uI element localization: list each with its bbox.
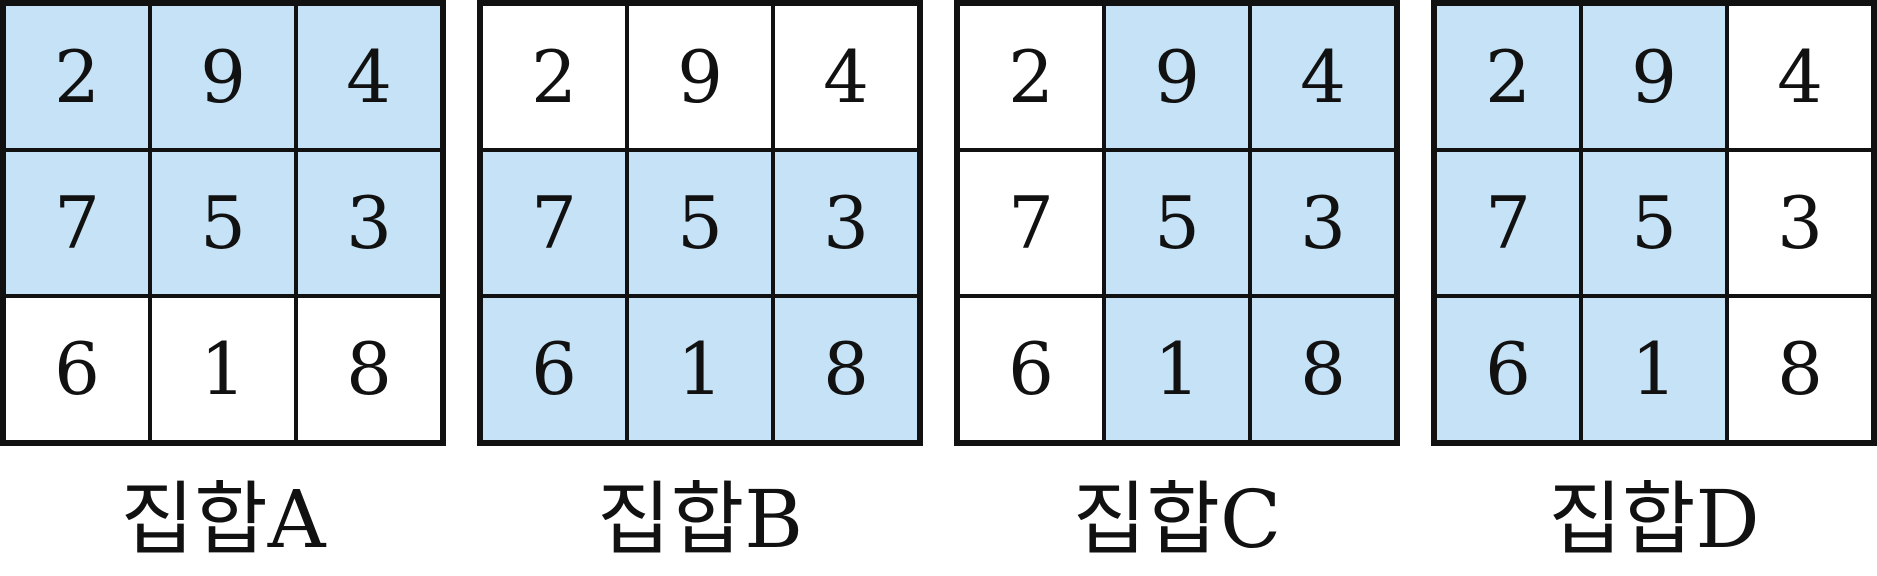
grid-cell: 8	[296, 296, 442, 442]
grid-cell: 7	[481, 150, 627, 296]
grid-cell: 1	[150, 296, 296, 442]
grid-cell: 6	[958, 296, 1104, 442]
grid-cell: 9	[150, 4, 296, 150]
grid-cell: 5	[627, 150, 773, 296]
grid-cell: 2	[958, 4, 1104, 150]
grid-cell: 7	[4, 150, 150, 296]
grid-cell: 1	[1581, 296, 1727, 442]
grid-cell: 9	[1104, 4, 1250, 150]
grid-cell: 4	[296, 4, 442, 150]
grid-cell: 8	[773, 296, 919, 442]
set-a-label: 집합A	[120, 473, 326, 566]
grid-cell: 9	[1581, 4, 1727, 150]
grid-cell: 3	[1727, 150, 1873, 296]
grid-cell: 4	[1250, 4, 1396, 150]
grid-cell: 6	[4, 296, 150, 442]
grid-cell: 5	[1104, 150, 1250, 296]
grid-cell: 1	[627, 296, 773, 442]
grid-cell: 2	[1435, 4, 1581, 150]
grid-cell: 4	[1727, 4, 1873, 150]
grid-cell: 9	[627, 4, 773, 150]
grid-cell: 4	[773, 4, 919, 150]
grid-cell: 2	[481, 4, 627, 150]
set-d-label: 집합D	[1548, 473, 1760, 566]
grid-cell: 8	[1250, 296, 1396, 442]
grid-cell: 6	[481, 296, 627, 442]
grid-cell: 3	[296, 150, 442, 296]
grid-cell: 8	[1727, 296, 1873, 442]
grid-cell: 5	[1581, 150, 1727, 296]
grid-cell: 2	[4, 4, 150, 150]
grid-cell: 3	[1250, 150, 1396, 296]
grid-cell: 7	[958, 150, 1104, 296]
grid-cell: 3	[773, 150, 919, 296]
set-b-label: 집합B	[597, 473, 803, 566]
grid-cell: 5	[150, 150, 296, 296]
set-c-label: 집합C	[1072, 473, 1282, 566]
grid-cell: 1	[1104, 296, 1250, 442]
grid-cell: 6	[1435, 296, 1581, 442]
grid-cell: 7	[1435, 150, 1581, 296]
